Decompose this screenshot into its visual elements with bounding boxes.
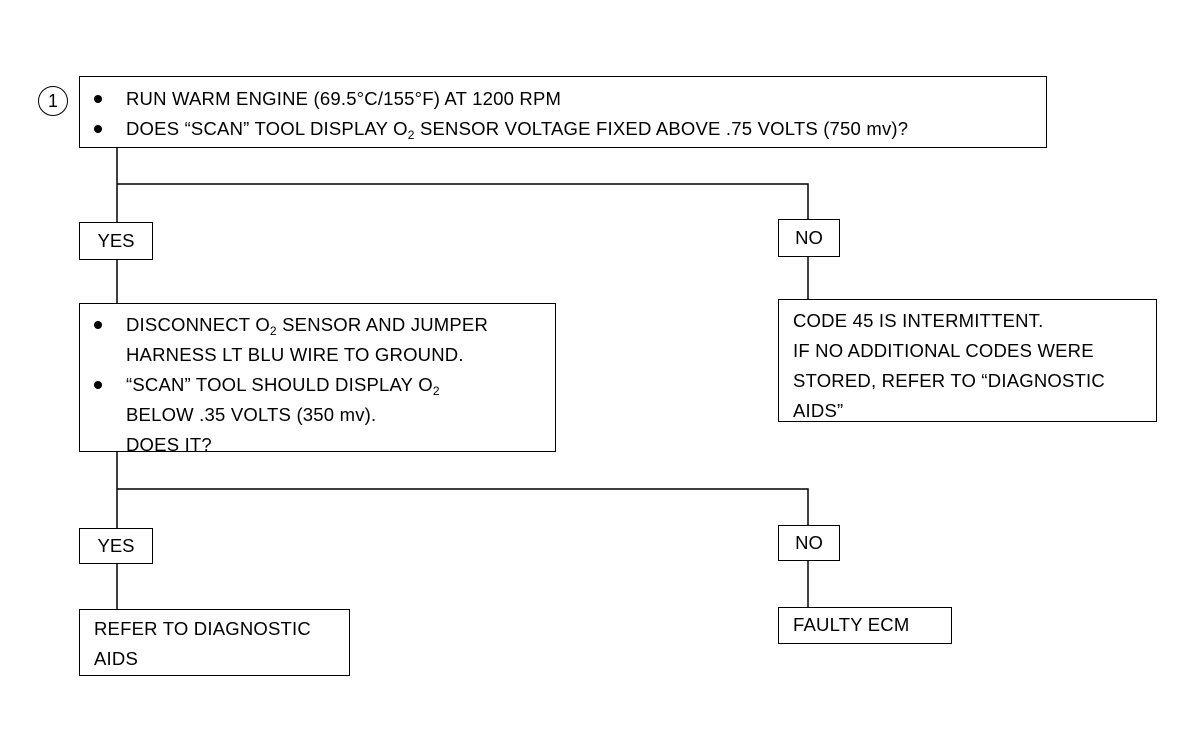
test-line-1-post: SENSOR AND JUMPER	[276, 314, 489, 335]
diagnostic-aids-line-1: REFER TO DIAGNOSTIC	[94, 618, 311, 639]
start-line-1: RUN WARM ENGINE (69.5°C/155°F) AT 1200 R…	[126, 88, 562, 109]
no-label-1: NO	[778, 219, 840, 257]
test-line-5: DOES IT?	[126, 434, 212, 455]
test-line-2: HARNESS LT BLU WIRE TO GROUND.	[126, 344, 464, 365]
bullet-icon	[94, 381, 102, 389]
test-line-3-sub: 2	[432, 384, 440, 398]
intermittent-line-2: IF NO ADDITIONAL CODES WERE	[793, 340, 1094, 361]
connector-split2-to-no2	[117, 488, 809, 525]
test-line-3-pre: “SCAN” TOOL SHOULD DISPLAY O	[126, 374, 433, 395]
intermittent-line-3: STORED, REFER TO “DIAGNOSTIC	[793, 370, 1105, 391]
yes-text-2: YES	[97, 535, 135, 556]
test-bullet-1: DISCONNECT O2 SENSOR AND JUMPER	[80, 310, 555, 340]
test-bullet-2: “SCAN” TOOL SHOULD DISPLAY O2	[80, 370, 555, 400]
step-number-marker: 1	[38, 86, 68, 116]
start-bullet-2: DOES “SCAN” TOOL DISPLAY O2 SENSOR VOLTA…	[80, 114, 1046, 144]
start-step-box: RUN WARM ENGINE (69.5°C/155°F) AT 1200 R…	[79, 76, 1047, 148]
test-line-1-sub: 2	[269, 324, 277, 338]
no-text-1: NO	[795, 227, 823, 248]
test-line-1-pre: DISCONNECT O	[126, 314, 270, 335]
start-line-2-pre: DOES “SCAN” TOOL DISPLAY O	[126, 118, 408, 139]
no-text-2: NO	[795, 532, 823, 553]
faulty-ecm-line-1: FAULTY ECM	[793, 614, 910, 635]
start-bullet-1: RUN WARM ENGINE (69.5°C/155°F) AT 1200 R…	[80, 84, 1046, 114]
no-label-2: NO	[778, 525, 840, 561]
diagnostic-aids-result-box: REFER TO DIAGNOSTIC AIDS	[79, 609, 350, 676]
start-line-2-sub: 2	[407, 128, 415, 142]
bullet-icon	[94, 95, 102, 103]
bullet-icon	[94, 125, 102, 133]
connector-split-to-no1	[117, 183, 809, 219]
yes-label-2: YES	[79, 528, 153, 564]
diagnostic-aids-line-2: AIDS	[94, 648, 138, 669]
intermittent-line-4: AIDS”	[793, 400, 844, 421]
test-line-4: BELOW .35 VOLTS (350 mv).	[126, 404, 377, 425]
faulty-ecm-result-box: FAULTY ECM	[778, 607, 952, 644]
start-line-2-post: SENSOR VOLTAGE FIXED ABOVE .75 VOLTS (75…	[414, 118, 909, 139]
yes-text-1: YES	[97, 230, 135, 251]
step-number: 1	[47, 90, 58, 111]
intermittent-line-1: CODE 45 IS INTERMITTENT.	[793, 310, 1044, 331]
yes-label-1: YES	[79, 222, 153, 260]
bullet-icon	[94, 321, 102, 329]
test-step-box: DISCONNECT O2 SENSOR AND JUMPER HARNESS …	[79, 303, 556, 455]
intermittent-result-box: CODE 45 IS INTERMITTENT. IF NO ADDITIONA…	[778, 299, 1157, 422]
